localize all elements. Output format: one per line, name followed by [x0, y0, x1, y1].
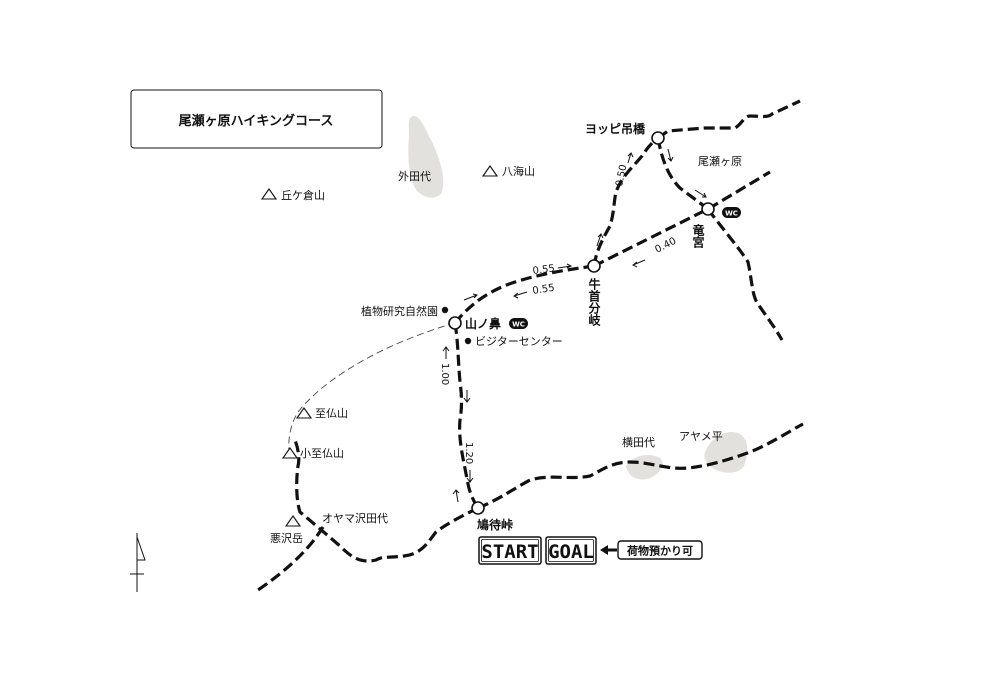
- yokotashiro-label: 横田代: [622, 435, 655, 449]
- title-box: [130, 89, 383, 149]
- ozegahara-label: 尾瀬ヶ原: [698, 154, 742, 168]
- akuzawadake-peak-icon: [284, 515, 302, 527]
- sotodashiro-marsh: [408, 115, 444, 198]
- yoppi-bridge-label: ヨッピ吊橋: [585, 121, 646, 136]
- itarubotokesan-label: 至仏山: [315, 407, 348, 420]
- north-arrow-icon: [130, 533, 146, 592]
- yoppi-bridge-node: [651, 131, 665, 145]
- arrow-hatomachi-up: [452, 489, 460, 503]
- trail-yamanohana-hatomachi: [453, 322, 480, 509]
- itarubotokesan-peak-icon: [295, 407, 313, 419]
- trail-ryugu-south: [706, 208, 784, 341]
- trail-itarubotokesan: [288, 322, 456, 453]
- trail-ne-extension: [657, 99, 801, 140]
- arrow-yamanohana-down: [463, 390, 471, 403]
- koitarubotokesan-peak-icon: [281, 447, 299, 459]
- yamanohana-node: [448, 316, 462, 330]
- hatomachi-node: [471, 501, 485, 515]
- wc-badge-ryugu: WC: [722, 207, 741, 218]
- botanical-garden-label: 植物研究自然園: [361, 304, 438, 318]
- time-yamanohana-to-hatomachi: 1.00: [439, 363, 450, 385]
- start-label: START: [481, 541, 538, 563]
- time-ushikubi-to-yamanohana: 0.55: [532, 283, 556, 297]
- svg-text:WC: WC: [725, 210, 738, 218]
- arrow-time-050-up: [627, 152, 634, 164]
- ryugu-label: 竜宮: [691, 223, 705, 248]
- oyamasawadashiro-label: オヤマ沢田代: [322, 511, 388, 525]
- hakkaisan-peak-icon: [481, 165, 499, 177]
- wc-badge-yamanohana: WC: [509, 318, 528, 329]
- svg-text:WC: WC: [512, 321, 525, 329]
- arrow-time-055-right: [557, 263, 573, 269]
- visitor-center-dot: [464, 337, 472, 345]
- yamanohana-label: 山ノ鼻: [465, 316, 501, 331]
- arrow-yoppi-ryugu-down: [694, 189, 707, 198]
- trail-ushikubi-yoppi: [592, 136, 659, 267]
- hakkaisan-label: 八海山: [502, 164, 535, 178]
- akuzawadake-label: 悪沢岳: [270, 531, 303, 545]
- okakurayama-label: 丘ケ倉山: [281, 188, 325, 202]
- arrow-time-100-up: [442, 346, 450, 359]
- direction-arrows: [442, 148, 707, 503]
- goal-box: GOAL: [545, 536, 597, 565]
- arrow-yamanohana-ushikubi-up: [463, 293, 478, 301]
- trail-yoppi-ryugu: [656, 137, 709, 211]
- arrow-time-120-down: [466, 470, 474, 483]
- trail-oyamasawa-west: [257, 526, 325, 592]
- ushikubi-label: 牛首分岐: [587, 277, 601, 327]
- luggage-label: 荷物預かり可: [626, 544, 693, 558]
- map-title: 尾瀬ヶ原ハイキングコース: [179, 113, 334, 129]
- visitor-center-label: ビジターセンター: [475, 335, 563, 348]
- yokotashiro-marsh: [626, 454, 663, 480]
- time-ryugu-to-ushikubi: 0.40: [653, 236, 678, 256]
- sotodashiro-label: 外田代: [398, 170, 431, 183]
- ryugu-node: [701, 202, 715, 216]
- start-box: START: [478, 536, 542, 565]
- arrow-time-055-left: [513, 291, 528, 299]
- ayamedaira-label: アヤメ平: [679, 430, 723, 443]
- hatomachi-label: 鳩待峠: [477, 517, 513, 532]
- koitarubotokesan-label: 小至仏山: [300, 447, 344, 460]
- arrow-ushikubi-yoppi-up: [596, 233, 604, 247]
- time-yamanohana-to-ushikubi: 0.55: [532, 263, 555, 277]
- trail-hatomachi-east: [477, 422, 804, 510]
- arrow-time-040-left: [632, 259, 646, 268]
- goal-label: GOAL: [548, 541, 594, 563]
- arrow-yoppi-down: [667, 148, 674, 162]
- trail-hatomachi-west: [293, 439, 479, 563]
- luggage-arrow-icon: [600, 545, 617, 555]
- okakurayama-peak-icon: [260, 188, 278, 200]
- time-hatomachi-to-yamanohana: 1.20: [463, 442, 474, 464]
- trail-yamanohana-ushikubi: [453, 264, 595, 324]
- luggage-box: 荷物預かり可: [617, 540, 703, 560]
- time-ushikubi-to-yoppi: 0.50: [614, 164, 629, 188]
- ushikubi-node: [587, 259, 601, 273]
- botanical-garden-dot: [441, 306, 449, 314]
